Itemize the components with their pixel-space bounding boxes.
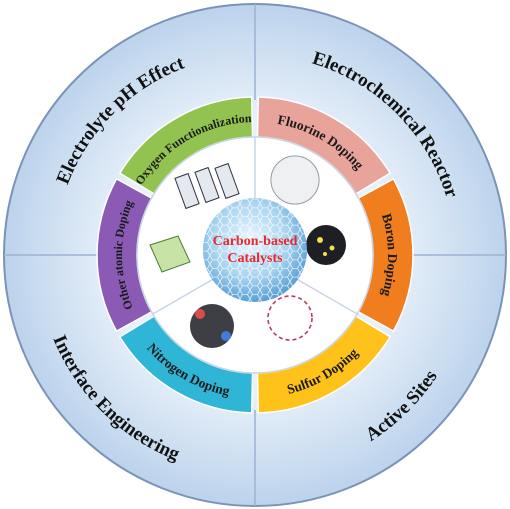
graphene-ribbons-image bbox=[174, 162, 240, 210]
center-hub-pattern bbox=[203, 198, 307, 302]
other-doped-sheet-image bbox=[149, 235, 191, 273]
center-title-line1: Carbon-based bbox=[213, 234, 298, 249]
segment-label: Boron Doping bbox=[379, 212, 400, 299]
center-title-line2: Catalysts bbox=[227, 251, 283, 266]
nitrogen-graphene-image bbox=[190, 304, 234, 348]
boron-sphere-image bbox=[306, 225, 346, 265]
fluorinated-graphene-image bbox=[270, 155, 320, 205]
sulfur-lattice-image bbox=[267, 295, 313, 341]
